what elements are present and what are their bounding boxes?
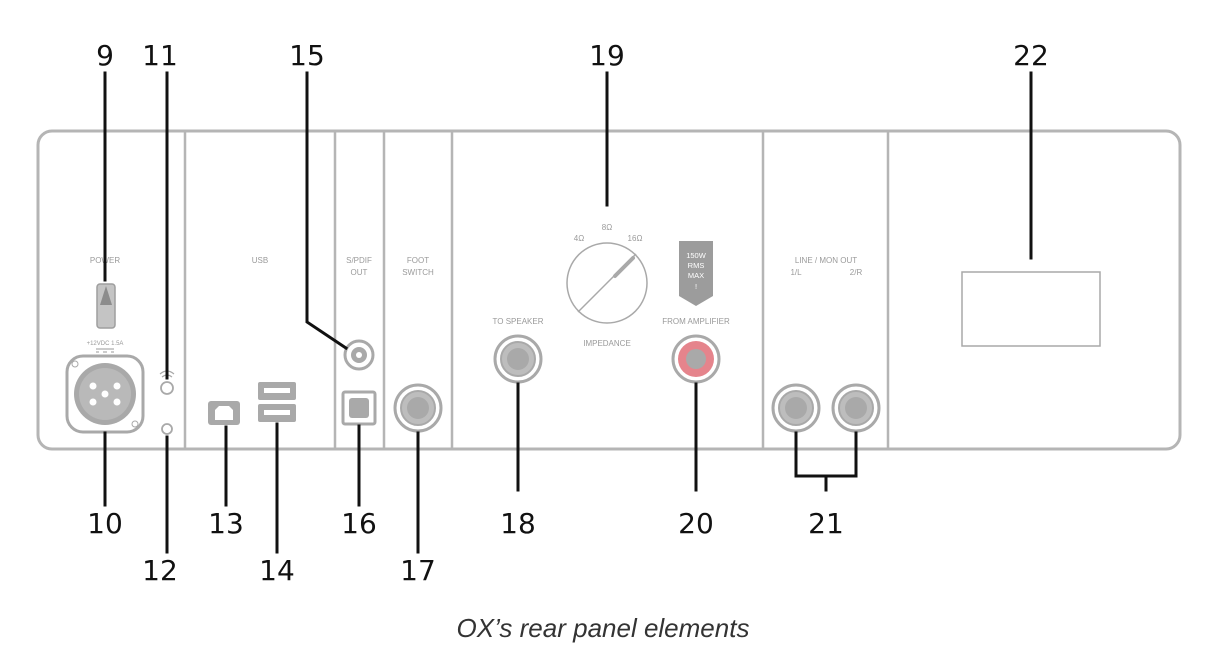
line-out-1l-jack <box>771 383 821 433</box>
callout-13: 13 <box>208 507 244 540</box>
spdif-coaxial-jack <box>343 339 375 371</box>
line-out-2r-jack <box>831 383 881 433</box>
svg-text:MAX: MAX <box>688 271 704 280</box>
from-amplifier-label: FROM AMPLIFIER <box>662 317 730 326</box>
usb-b-port <box>208 401 240 425</box>
power-switch <box>96 283 116 329</box>
serial-label-area <box>961 271 1101 347</box>
impedance-4-ohm: 4Ω <box>574 234 584 243</box>
from-amplifier-jack <box>671 334 721 384</box>
callout-21: 21 <box>808 507 844 540</box>
dc-rating-label: +12VDC 1.5A <box>87 341 124 347</box>
callout-12: 12 <box>142 554 178 587</box>
spdif-optical-port <box>341 390 377 426</box>
callout-19: 19 <box>589 39 625 72</box>
callout-18: 18 <box>500 507 536 540</box>
to-speaker-label: TO SPEAKER <box>493 317 544 326</box>
svg-text:150W: 150W <box>686 251 707 260</box>
line-out-2r-label: 2/R <box>850 268 863 277</box>
section-dividers <box>183 131 890 449</box>
dc-polarity-icon <box>96 348 114 353</box>
line-out-1l-label: 1/L <box>790 268 802 277</box>
line-mon-out-label: LINE / MON OUT <box>795 256 857 265</box>
impedance-label: IMPEDANCE <box>583 339 631 348</box>
spdif-label-line2: OUT <box>351 268 368 277</box>
spdif-label-line1: S/PDIF <box>346 256 372 265</box>
impedance-8-ohm: 8Ω <box>602 223 612 232</box>
usb-a-ports <box>258 382 296 422</box>
callout-20: 20 <box>678 507 714 540</box>
callout-9: 9 <box>96 39 114 72</box>
usb-label: USB <box>252 256 268 265</box>
callout-22: 22 <box>1013 39 1049 72</box>
wireless-button <box>160 381 174 395</box>
callout-15: 15 <box>289 39 325 72</box>
footswitch-jack <box>393 383 443 433</box>
footswitch-label-line1: FOOT <box>407 256 429 265</box>
callout-10: 10 <box>87 507 123 540</box>
callout-16: 16 <box>341 507 377 540</box>
svg-text:!: ! <box>695 282 697 291</box>
callout-17: 17 <box>400 554 436 587</box>
svg-text:RMS: RMS <box>688 261 705 270</box>
figure-caption: OX’s rear panel elements <box>457 613 750 643</box>
to-speaker-jack <box>493 334 543 384</box>
status-led <box>161 423 173 435</box>
power-rating-badge: 150W RMS MAX ! <box>679 241 713 306</box>
impedance-selector-knob <box>566 242 648 324</box>
callout-11: 11 <box>142 39 178 72</box>
footswitch-label-line2: SWITCH <box>402 268 434 277</box>
callout-lines <box>103 71 1033 554</box>
xlr-power-connector <box>65 354 145 434</box>
impedance-16-ohm: 16Ω <box>628 234 643 243</box>
callout-14: 14 <box>259 554 295 587</box>
